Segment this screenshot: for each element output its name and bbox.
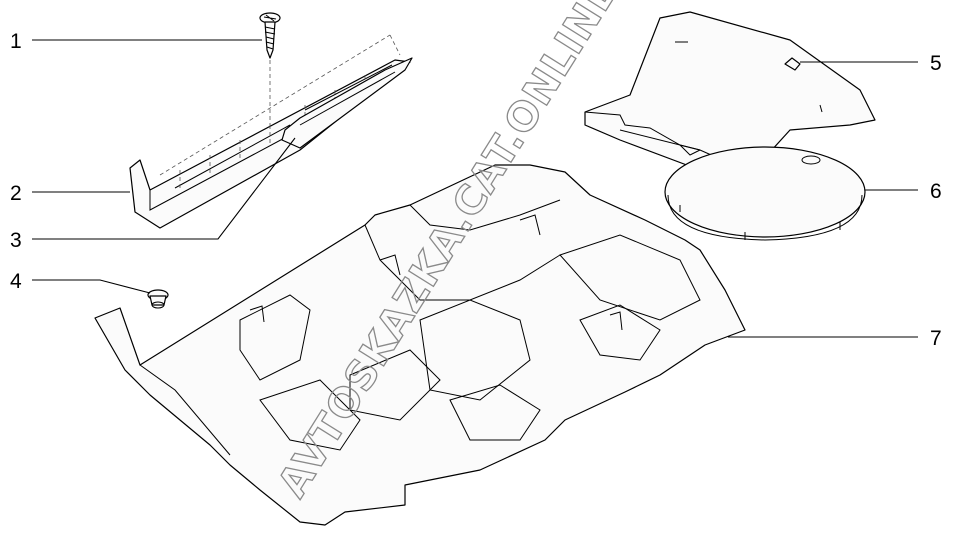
callout-7: 7 xyxy=(930,327,942,350)
callout-1: 1 xyxy=(10,30,22,53)
part-3-sill-trim-lower xyxy=(281,57,413,149)
leader-4 xyxy=(32,279,151,294)
part-6-spare-wheel-cover xyxy=(664,146,866,241)
callout-2: 2 xyxy=(10,182,22,205)
part-5-trunk-cover xyxy=(584,11,876,186)
part-7-floor-carpet xyxy=(94,164,746,526)
part-1-screw xyxy=(259,12,281,128)
callout-numbers: 1 2 3 4 5 6 7 xyxy=(10,30,942,350)
leader-lines xyxy=(32,39,918,338)
callout-5: 5 xyxy=(930,52,942,75)
callout-3: 3 xyxy=(10,229,22,252)
leader-3 xyxy=(32,137,296,240)
callout-6: 6 xyxy=(930,180,942,203)
part-4-clip xyxy=(147,289,169,309)
callout-4: 4 xyxy=(10,270,22,293)
